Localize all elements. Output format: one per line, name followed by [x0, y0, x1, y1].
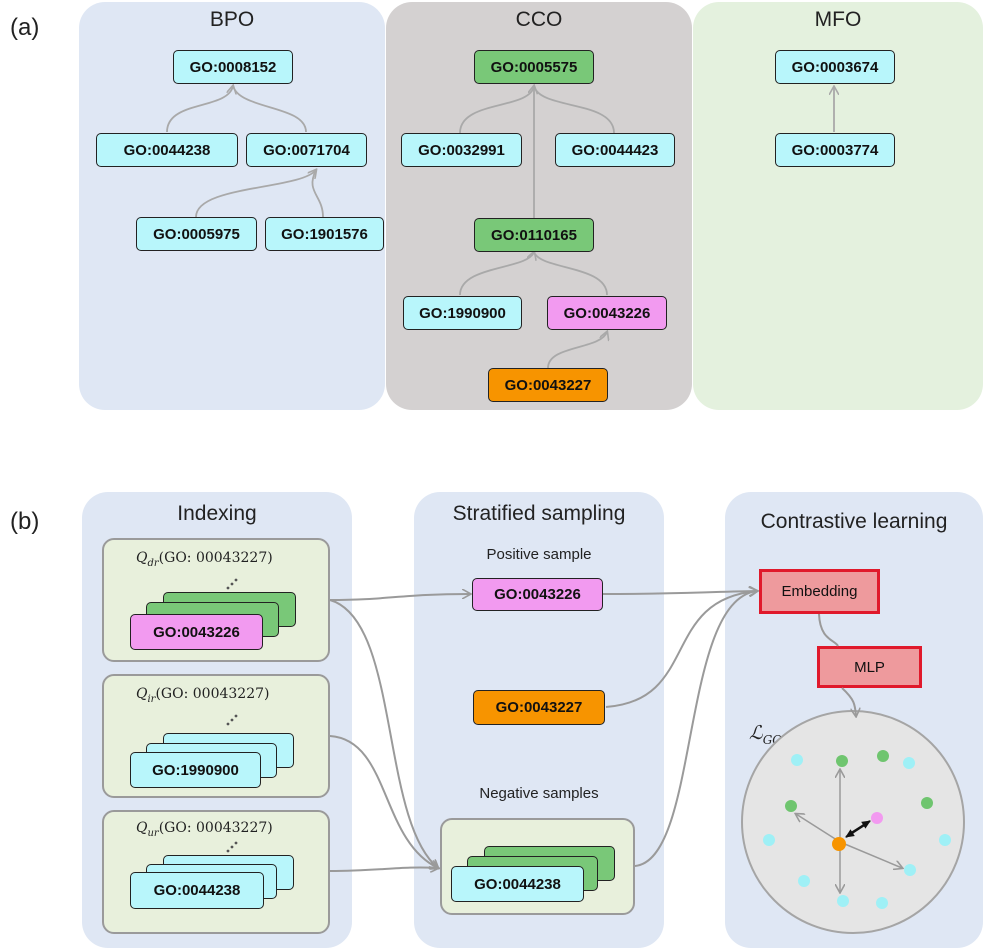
- sampling-title: Stratified sampling: [452, 502, 626, 525]
- part-b-label: (b): [10, 508, 40, 535]
- anchor-sample-node: GO:0043227: [473, 690, 605, 725]
- go-node-0008152: GO:0008152: [173, 50, 293, 84]
- arrow-anchor-embedding: [605, 591, 757, 708]
- go-node-1901576: GO:1901576: [265, 217, 384, 251]
- go-node-0043226: GO:0043226: [547, 296, 667, 330]
- embedding-box: Embedding: [759, 569, 880, 614]
- edge-0044238-0008152: [166, 86, 233, 133]
- negative-samples-label: Negative samples: [479, 785, 599, 802]
- arrow-embedding-mlp: [818, 613, 839, 647]
- edge-0032991-0005575: [459, 86, 534, 134]
- go-node-0005975: GO:0005975: [136, 217, 257, 251]
- go-node-0003674: GO:0003674: [775, 50, 895, 84]
- positive-sample-node: GO:0043226: [472, 578, 603, 611]
- cco-title: CCO: [515, 8, 563, 31]
- go-node-0043227: GO:0043227: [488, 368, 608, 402]
- go-node-0003774: GO:0003774: [775, 133, 895, 167]
- query-ir-node: GO:1990900: [130, 752, 261, 788]
- go-node-0044238: GO:0044238: [96, 133, 238, 167]
- go-node-0032991: GO:0032991: [401, 133, 522, 167]
- indexing-title: Indexing: [177, 502, 257, 525]
- edge-0044423-0005575: [533, 85, 615, 134]
- edge-0043226-0110165: [533, 251, 608, 296]
- arrow-dr-negative: [329, 599, 438, 868]
- edge-1901576-0071704: [311, 169, 324, 218]
- arrow-ir-negative: [329, 735, 438, 868]
- embedding-points: [763, 750, 951, 909]
- arrow-negative-embedding: [634, 591, 757, 867]
- go-node-0071704: GO:0071704: [246, 133, 367, 167]
- part-a-label: (a): [10, 14, 40, 41]
- query-dr-node: GO:0043226: [130, 614, 263, 650]
- arrow-mlp-circle: [841, 687, 856, 716]
- edge-0005975-0071704: [195, 170, 316, 218]
- go-node-0005575: GO:0005575: [474, 50, 594, 84]
- arrow-dr-positive: [329, 594, 470, 601]
- query-dr-label: Qdr(GO: 00043227): [136, 550, 273, 569]
- go-node-0044423: GO:0044423: [555, 133, 675, 167]
- arrow-positive-embedding: [602, 591, 757, 594]
- positive-sample-label: Positive sample: [486, 546, 592, 563]
- negative-sample-node: GO:0044238: [451, 866, 584, 902]
- edge-0071704-0008152: [232, 85, 307, 133]
- bpo-title: BPO: [209, 8, 255, 31]
- contrastive-title: Contrastive learning: [760, 510, 948, 533]
- mlp-box: MLP: [817, 646, 922, 688]
- query-ur-node: GO:0044238: [130, 872, 264, 909]
- edge-1990900-0110165: [459, 252, 534, 296]
- arrow-ur-negative: [329, 868, 438, 871]
- mfo-title: MFO: [814, 8, 862, 31]
- query-ir-label: Qir(GO: 00043227): [136, 686, 270, 705]
- edge-0043227-0043226: [547, 332, 607, 369]
- go-node-0110165: GO:0110165: [474, 218, 594, 252]
- embedding-space-circle: [741, 710, 965, 934]
- go-node-1990900: GO:1990900: [403, 296, 522, 330]
- query-ur-label: Qur(GO: 00043227): [136, 820, 273, 839]
